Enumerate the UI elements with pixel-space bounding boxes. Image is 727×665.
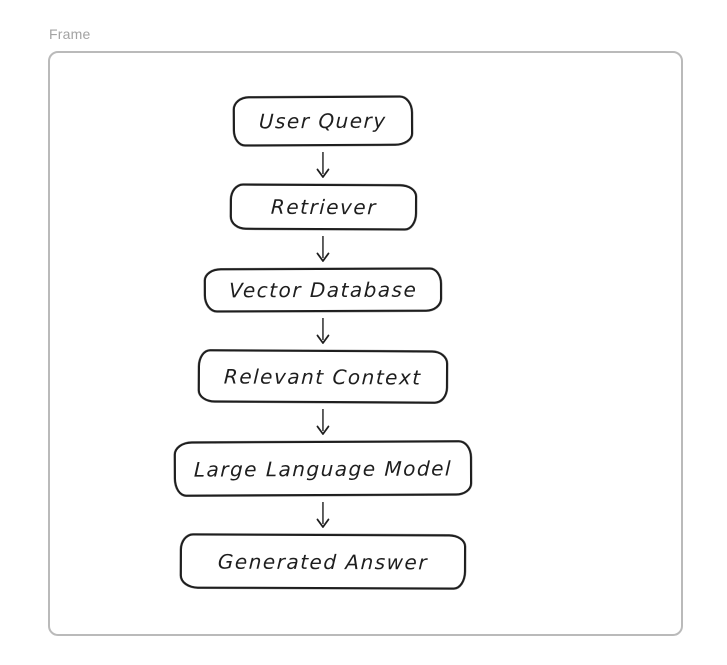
rag-flowchart: User Query Retriever Vector Database <box>173 95 473 590</box>
arrow-down-icon[interactable] <box>315 496 331 534</box>
node-label: Vector Database <box>228 277 418 303</box>
node-retriever[interactable]: Retriever <box>229 183 417 231</box>
frame-label[interactable]: Frame <box>49 26 91 42</box>
node-label: Retriever <box>269 194 377 220</box>
node-label: Large Language Model <box>193 455 453 482</box>
arrow-down-icon[interactable] <box>315 312 331 350</box>
node-user-query[interactable]: User Query <box>232 95 414 147</box>
node-label: Generated Answer <box>217 549 429 574</box>
node-label: User Query <box>258 108 388 134</box>
arrow-down-icon[interactable] <box>315 403 331 441</box>
frame-border[interactable] <box>48 51 683 636</box>
node-relevant-context[interactable]: Relevant Context <box>197 349 449 404</box>
arrow-down-icon[interactable] <box>315 146 331 184</box>
arrow-down-icon[interactable] <box>315 230 331 268</box>
node-vector-database[interactable]: Vector Database <box>203 267 443 313</box>
node-label: Relevant Context <box>223 363 423 390</box>
node-large-language-model[interactable]: Large Language Model <box>173 440 473 497</box>
node-generated-answer[interactable]: Generated Answer <box>179 533 467 590</box>
